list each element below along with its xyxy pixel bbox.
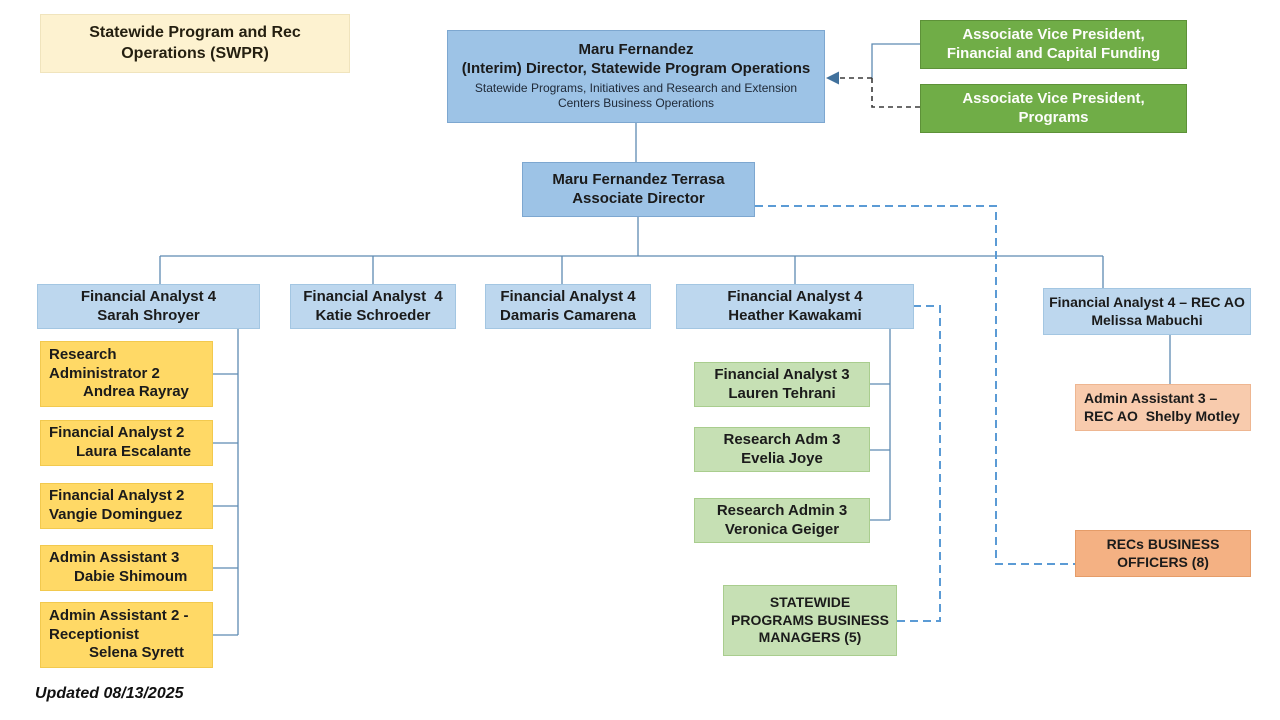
assoc-director-title: Associate Director [572, 189, 705, 207]
node-associate-director: Maru Fernandez Terrasa Associate Directo… [522, 162, 755, 217]
node-veronica-geiger: Research Admin 3 Veronica Geiger [694, 498, 870, 543]
report-name: Andrea Rayray [83, 383, 189, 401]
avp-programs-label: Associate Vice President, Programs [962, 89, 1149, 126]
dashed-blue-connectors [755, 205, 1075, 622]
report-title: Financial Analyst 3 [714, 365, 850, 383]
node-laura-escalante: Financial Analyst 2 Laura Escalante [40, 420, 213, 466]
updated-date: Updated 08/13/2025 [35, 685, 184, 702]
chart-title-card: Statewide Program and Rec Operations (SW… [40, 14, 350, 73]
connector-avp-programs [871, 78, 920, 108]
report-title: Admin Assistant 2 - Receptionist [49, 606, 193, 643]
report-name: Lauren Tehrani [728, 384, 836, 402]
node-fa4-melissa-mabuchi: Financial Analyst 4 – REC AO Melissa Mab… [1043, 288, 1251, 335]
report-title: Research Adm 3 [723, 430, 841, 448]
fa4-title: Financial Analyst 4 [80, 287, 217, 305]
node-avp-programs: Associate Vice President, Programs [920, 84, 1187, 133]
node-lauren-tehrani: Financial Analyst 3 Lauren Tehrani [694, 362, 870, 407]
fa4-name: Melissa Mabuchi [1091, 311, 1203, 328]
node-shelby-motley: Admin Assistant 3 – REC AO Shelby Motley [1075, 384, 1251, 431]
fa4-name: Sarah Shroyer [97, 306, 200, 324]
report-name: Evelia Joye [741, 449, 823, 467]
connector-assoc-to-recs [755, 205, 1075, 565]
node-fa4-katie-schroeder: Financial Analyst 4 Katie Schroeder [290, 284, 456, 329]
fa4-name: Heather Kawakami [728, 306, 862, 324]
managers-label: STATEWIDE PROGRAMS BUSINESS MANAGERS (5) [731, 594, 893, 646]
report-title: Financial Analyst 2 [49, 487, 185, 505]
node-andrea-rayray: Research Administrator 2 Andrea Rayray [40, 341, 213, 407]
fa4-title: Financial Analyst 4 [500, 287, 636, 305]
director-subtitle: Statewide Programs, Initiatives and Rese… [474, 80, 801, 111]
node-selena-syrett: Admin Assistant 2 - Receptionist Selena … [40, 602, 213, 668]
node-fa4-sarah-shroyer: Financial Analyst 4 Sarah Shroyer [37, 284, 260, 329]
fa4-name: Katie Schroeder [315, 306, 431, 324]
report-title: Admin Assistant 3 – [1084, 389, 1218, 406]
node-evelia-joye: Research Adm 3 Evelia Joye [694, 427, 870, 472]
director-name: Maru Fernandez [578, 41, 694, 59]
node-dabie-shimoum: Admin Assistant 3 Dabie Shimoum [40, 545, 213, 591]
recs-label: RECs BUSINESS OFFICERS (8) [1106, 535, 1224, 570]
report-name: REC AO Shelby Motley [1084, 407, 1240, 424]
report-name: Laura Escalante [76, 443, 192, 460]
node-fa4-damaris-camarena: Financial Analyst 4 Damaris Camarena [485, 284, 651, 329]
node-statewide-managers: STATEWIDE PROGRAMS BUSINESS MANAGERS (5) [723, 585, 897, 656]
report-name: Veronica Geiger [724, 520, 840, 538]
node-director: Maru Fernandez (Interim) Director, State… [447, 30, 825, 123]
arrowhead-into-director [826, 71, 839, 85]
report-title: Research Admin 3 [716, 501, 848, 519]
fa4-title: Financial Analyst 4 – REC AO [1049, 293, 1245, 310]
fa4-title: Financial Analyst 4 [303, 287, 443, 305]
connector-heather-to-managers [897, 305, 941, 622]
avp-financial-label: Associate Vice President, Financial and … [946, 25, 1161, 62]
node-fa4-heather-kawakami: Financial Analyst 4 Heather Kawakami [676, 284, 914, 329]
assoc-director-name: Maru Fernandez Terrasa [552, 170, 725, 188]
node-recs-officers: RECs BUSINESS OFFICERS (8) [1075, 530, 1251, 577]
solid-connectors [159, 43, 1171, 636]
fa4-title: Financial Analyst 4 [727, 287, 863, 305]
fa4-name: Damaris Camarena [500, 306, 636, 324]
report-name: Dabie Shimoum [74, 568, 188, 585]
node-avp-financial: Associate Vice President, Financial and … [920, 20, 1187, 69]
node-vangie-dominguez: Financial Analyst 2 Vangie Dominguez [40, 483, 213, 529]
report-title: Financial Analyst 2 [49, 424, 185, 442]
report-title: Research Administrator 2 [49, 345, 160, 382]
dashed-dark-connectors [838, 77, 920, 108]
report-title: Admin Assistant 3 [49, 549, 180, 567]
connector-avp-financial [871, 43, 920, 78]
report-name: Selena Syrett [89, 644, 185, 662]
report-name: Vangie Dominguez [49, 506, 183, 523]
director-title: (Interim) Director, Statewide Program Op… [461, 59, 811, 77]
chart-title: Statewide Program and Rec Operations (SW… [89, 24, 306, 62]
